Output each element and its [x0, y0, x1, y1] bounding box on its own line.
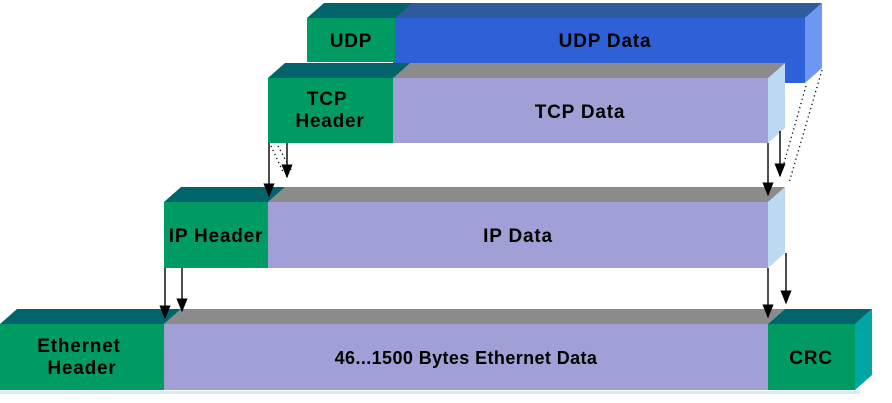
ethernet-data-label: 46...1500 Bytes Ethernet Data	[335, 348, 598, 368]
crc-box: CRC	[768, 309, 872, 390]
tcp-to-ip-left-dotted-line-1	[270, 145, 285, 175]
ip-data-face	[268, 202, 768, 268]
tcp-data-right-side	[768, 63, 785, 143]
crc-top-bevel	[768, 309, 872, 324]
ethernet-data-top-bevel	[164, 309, 785, 324]
ethernet-data-box: 46...1500 Bytes Ethernet Data	[164, 309, 785, 390]
tcp-to-ip-left-dotted-line-2	[277, 145, 292, 171]
udp-header-label: UDP	[330, 31, 373, 52]
tcp-data-top-bevel	[393, 63, 785, 78]
udp-header-face	[307, 18, 395, 62]
udp-data-label: UDP Data	[559, 31, 652, 52]
udp-to-ip-dotted-line-1	[781, 85, 807, 171]
tcp-data-box: TCP Data	[393, 63, 785, 143]
tcp-to-ip-arrows-left	[263, 143, 293, 198]
ip-data-right-side	[768, 187, 785, 268]
tcp-header-label: TCP Header	[295, 89, 364, 132]
ethernet-header-face	[0, 324, 164, 390]
ip-header-box: IP Header	[164, 187, 285, 268]
tcp-header-face	[268, 78, 393, 143]
ip-header-label: IP Header	[169, 226, 264, 247]
tcp-to-ip-arrows-right	[762, 69, 823, 197]
crc-face	[768, 324, 855, 390]
ethernet-header-box: Ethernet Header	[0, 309, 181, 390]
bottom-edge-strip	[0, 391, 860, 394]
ip-header-top-bevel	[164, 187, 285, 202]
ethernet-header-label: Ethernet Header	[37, 336, 127, 379]
ethernet-header-top-bevel	[0, 309, 181, 324]
ip-data-box: IP Data	[268, 187, 785, 268]
ip-header-face	[164, 202, 268, 268]
ip-to-ethernet-arrows-left	[159, 268, 188, 320]
udp-header-top-bevel	[307, 3, 412, 18]
tcp-data-face	[393, 78, 768, 143]
udp-data-right-side	[805, 3, 822, 83]
tcp-header-top-bevel	[268, 63, 410, 78]
ip-to-ethernet-arrows-right	[762, 253, 792, 319]
crc-right-side	[855, 309, 872, 390]
crc-label: CRC	[789, 348, 833, 369]
udp-data-top-bevel	[393, 3, 822, 18]
ethernet-data-face	[164, 324, 768, 390]
ip-data-label: IP Data	[483, 226, 553, 247]
udp-header-box: UDP	[307, 3, 412, 62]
tcp-data-label: TCP Data	[535, 102, 626, 123]
tcp-header-box: TCP Header	[268, 63, 410, 143]
ip-data-top-bevel	[268, 187, 785, 202]
